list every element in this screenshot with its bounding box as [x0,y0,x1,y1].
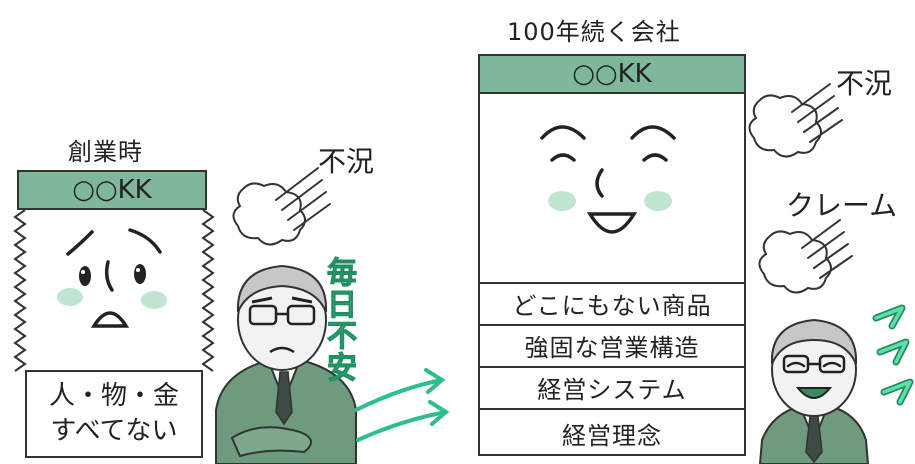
worry-vertical-text: 毎 日 不 安 [325,258,359,384]
worry-char-1: 毎 [327,256,358,291]
foundation-label-3: 経営システム [537,375,687,404]
worry-char-3: 不 [327,319,358,354]
foundation-row-3: 経営システム [478,366,746,406]
lack-line-1: 人・物・金 [48,380,179,411]
right-company-name: ○○KK [572,59,652,89]
foundation-label-4: 経営理念 [562,421,662,450]
right-pressure-label-1: 不況 [836,67,893,100]
lack-line-2: すべてない [50,416,178,446]
worry-char-2: 日 [327,287,358,323]
arrow-lower-icon [356,400,450,442]
right-company-header: ○○KK [478,54,746,94]
left-pressure-label: 不況 [318,145,375,178]
left-lack-box: 人・物・金 すべてない [25,370,203,458]
right-gust-icon-1 [748,83,843,158]
arrow-upper-icon [354,368,446,412]
left-company-name: ○○KK [72,175,152,205]
right-gust-icon-2 [758,219,853,294]
foundation-label-2: 強固な営業構造 [524,333,700,362]
left-caption: 創業時 [68,138,143,166]
foundation-row-2: 強固な営業構造 [478,324,746,364]
foundation-row-4: 経営理念 [478,408,746,456]
left-company-header: ○○KK [17,170,207,210]
right-caption: 100年続く会社 [507,18,681,46]
right-pressure-label-2: クレーム [786,189,898,222]
right-company-box [478,54,746,456]
worry-char-4: 安 [327,350,358,386]
foundation-label-1: どこにもない商品 [512,291,712,320]
worried-face-features [66,228,162,328]
foundation-row-1: どこにもない商品 [478,282,746,322]
